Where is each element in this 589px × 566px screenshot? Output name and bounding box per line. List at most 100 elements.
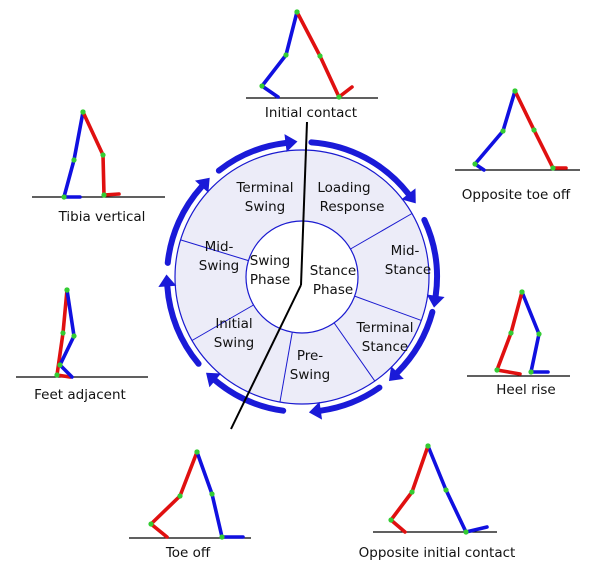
gait-pose-figures [16, 9, 580, 540]
caption-tibia-vertical: Tibia vertical [58, 209, 146, 225]
joint-marker [101, 192, 107, 198]
segment-mid-swing: Swing [199, 258, 240, 274]
joint-marker [512, 88, 518, 94]
segment-divider [279, 332, 293, 403]
segment-loading-response: Loading [317, 180, 370, 196]
gait-phase-wheel: Swing Phase Stance Phase Loading Respons… [158, 121, 445, 430]
cycle-arrow [215, 140, 289, 174]
caption-opposite-toe-off: Opposite toe off [462, 187, 571, 203]
segment-mid-stance: Stance [385, 262, 431, 278]
left-leg [426, 444, 489, 534]
segment-mid-swing: Mid- [205, 239, 234, 255]
joint-marker [472, 161, 478, 167]
joint-marker [317, 53, 323, 59]
joint-marker [148, 521, 154, 527]
left-leg [62, 110, 85, 199]
joint-marker [64, 287, 70, 293]
joint-marker [528, 369, 534, 375]
left-leg [473, 89, 517, 172]
stance-phase-label: Phase [313, 282, 353, 298]
joint-marker [443, 487, 449, 493]
cycle-arrow [421, 216, 440, 299]
segment-dividers [180, 213, 422, 403]
segment-divider [180, 239, 249, 262]
cycle-arrowhead [284, 134, 298, 152]
joint-marker [60, 330, 66, 336]
right-leg [295, 10, 354, 99]
joint-marker [71, 333, 77, 339]
right-leg [55, 288, 72, 379]
joint-marker [259, 83, 265, 89]
stance-phase-label: Stance [310, 263, 356, 279]
joint-marker [494, 367, 500, 373]
joint-marker [425, 443, 431, 449]
joint-marker [61, 194, 67, 200]
segment-divider [350, 213, 413, 250]
cycle-arrow [317, 384, 383, 414]
caption-initial-contact: Initial contact [265, 105, 357, 121]
left-leg [58, 288, 76, 379]
cycle-arrowhead [426, 294, 445, 308]
segment-initial-swing: Swing [214, 335, 255, 351]
joint-marker [536, 331, 542, 337]
cycle-arrowhead [206, 372, 222, 388]
right-leg [389, 444, 430, 534]
joint-marker [57, 362, 63, 368]
cycle-arrow [212, 377, 287, 414]
right-leg [81, 110, 121, 197]
segment-terminal-stance: Terminal [355, 320, 413, 336]
segment-divider [191, 304, 254, 341]
right-leg [149, 450, 199, 539]
right-leg [495, 290, 524, 376]
joint-marker [177, 493, 183, 499]
phase-divider-line [300, 121, 308, 286]
left-leg [195, 450, 245, 539]
segment-terminal-swing: Swing [245, 199, 286, 215]
caption-toe-off: Toe off [165, 545, 211, 561]
joint-marker [54, 372, 60, 378]
swing-phase-label: Phase [250, 272, 290, 288]
swing-phase-label: Swing [250, 253, 291, 269]
segment-initial-swing: Initial [215, 316, 252, 332]
caption-feet-adjacent: Feet adjacent [34, 387, 126, 403]
joint-marker [71, 157, 77, 163]
caption-opposite-initial-contact: Opposite initial contact [359, 545, 516, 561]
segment-terminal-stance: Stance [362, 339, 408, 355]
joint-marker [283, 52, 289, 58]
joint-marker [550, 165, 556, 171]
cycle-arrow [394, 308, 436, 376]
segment-mid-stance: Mid- [391, 243, 420, 259]
event-captions: Initial contact Opposite toe off Heel ri… [34, 105, 571, 561]
cycle-arrowhead [158, 274, 177, 288]
cycle-arrows [158, 134, 445, 420]
joint-marker [388, 517, 394, 523]
joint-marker [463, 529, 469, 535]
left-leg [520, 290, 550, 374]
joint-marker [194, 449, 200, 455]
joint-marker [508, 330, 514, 336]
segment-pre-swing: Swing [290, 367, 331, 383]
cycle-arrowhead [308, 401, 323, 420]
joint-marker [409, 489, 415, 495]
segment-terminal-swing: Terminal [235, 180, 293, 196]
joint-marker [336, 94, 342, 100]
joint-marker [294, 9, 300, 15]
joint-marker [500, 128, 506, 134]
left-leg [260, 10, 299, 99]
segment-pre-swing: Pre- [297, 348, 323, 364]
joint-marker [519, 289, 525, 295]
segment-divider [333, 322, 376, 382]
joint-marker [80, 109, 86, 115]
cycle-arrowhead [194, 177, 210, 193]
segment-divider [354, 295, 422, 321]
cycle-arrowhead [401, 188, 416, 204]
joint-marker [100, 152, 106, 158]
joint-marker [209, 491, 215, 497]
cycle-arrow [308, 139, 412, 197]
right-leg [513, 89, 568, 170]
segment-loading-response: Response [320, 199, 385, 215]
cycle-arrow [164, 283, 202, 367]
joint-marker [531, 127, 537, 133]
joint-marker [219, 534, 225, 540]
